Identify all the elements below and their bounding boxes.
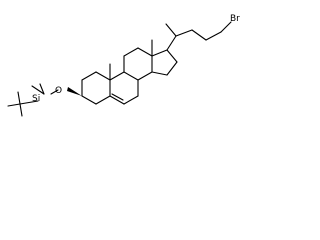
bond <box>39 83 45 95</box>
ring-c <box>123 47 153 81</box>
bond <box>166 49 178 63</box>
bond <box>123 95 139 105</box>
bond <box>50 89 59 95</box>
bond <box>7 103 21 107</box>
bond <box>137 47 153 57</box>
bond <box>175 29 193 37</box>
stereo-wedge <box>67 87 82 96</box>
silicon-substituents <box>31 83 59 103</box>
bond <box>95 95 111 105</box>
side-chain <box>165 21 232 51</box>
bond <box>31 85 45 95</box>
bond <box>151 49 168 57</box>
bond <box>205 31 222 41</box>
bond <box>123 47 139 57</box>
bond <box>165 23 177 37</box>
bond <box>166 35 177 51</box>
tert-butyl-group <box>7 91 33 117</box>
bond <box>95 71 111 81</box>
bond <box>17 91 21 105</box>
silicon-label: Si <box>32 94 40 104</box>
bond <box>31 100 39 103</box>
bond <box>151 71 168 76</box>
bond <box>191 29 207 41</box>
bond <box>137 71 153 81</box>
double-bond-inner <box>111 93 124 101</box>
bond <box>166 61 178 76</box>
bond <box>109 95 125 105</box>
steroid-structure-diagram: Si O Br <box>7 14 240 117</box>
bond <box>109 71 125 81</box>
ring-d <box>151 49 178 76</box>
bond <box>123 71 139 81</box>
oxygen-label: O <box>55 86 62 96</box>
bromine-label: Br <box>230 14 240 24</box>
bond <box>220 21 232 33</box>
bond <box>81 71 97 81</box>
ring-a <box>81 71 111 105</box>
bond <box>19 103 23 117</box>
bond <box>19 101 33 105</box>
ring-b <box>109 71 139 105</box>
bond <box>81 95 97 105</box>
